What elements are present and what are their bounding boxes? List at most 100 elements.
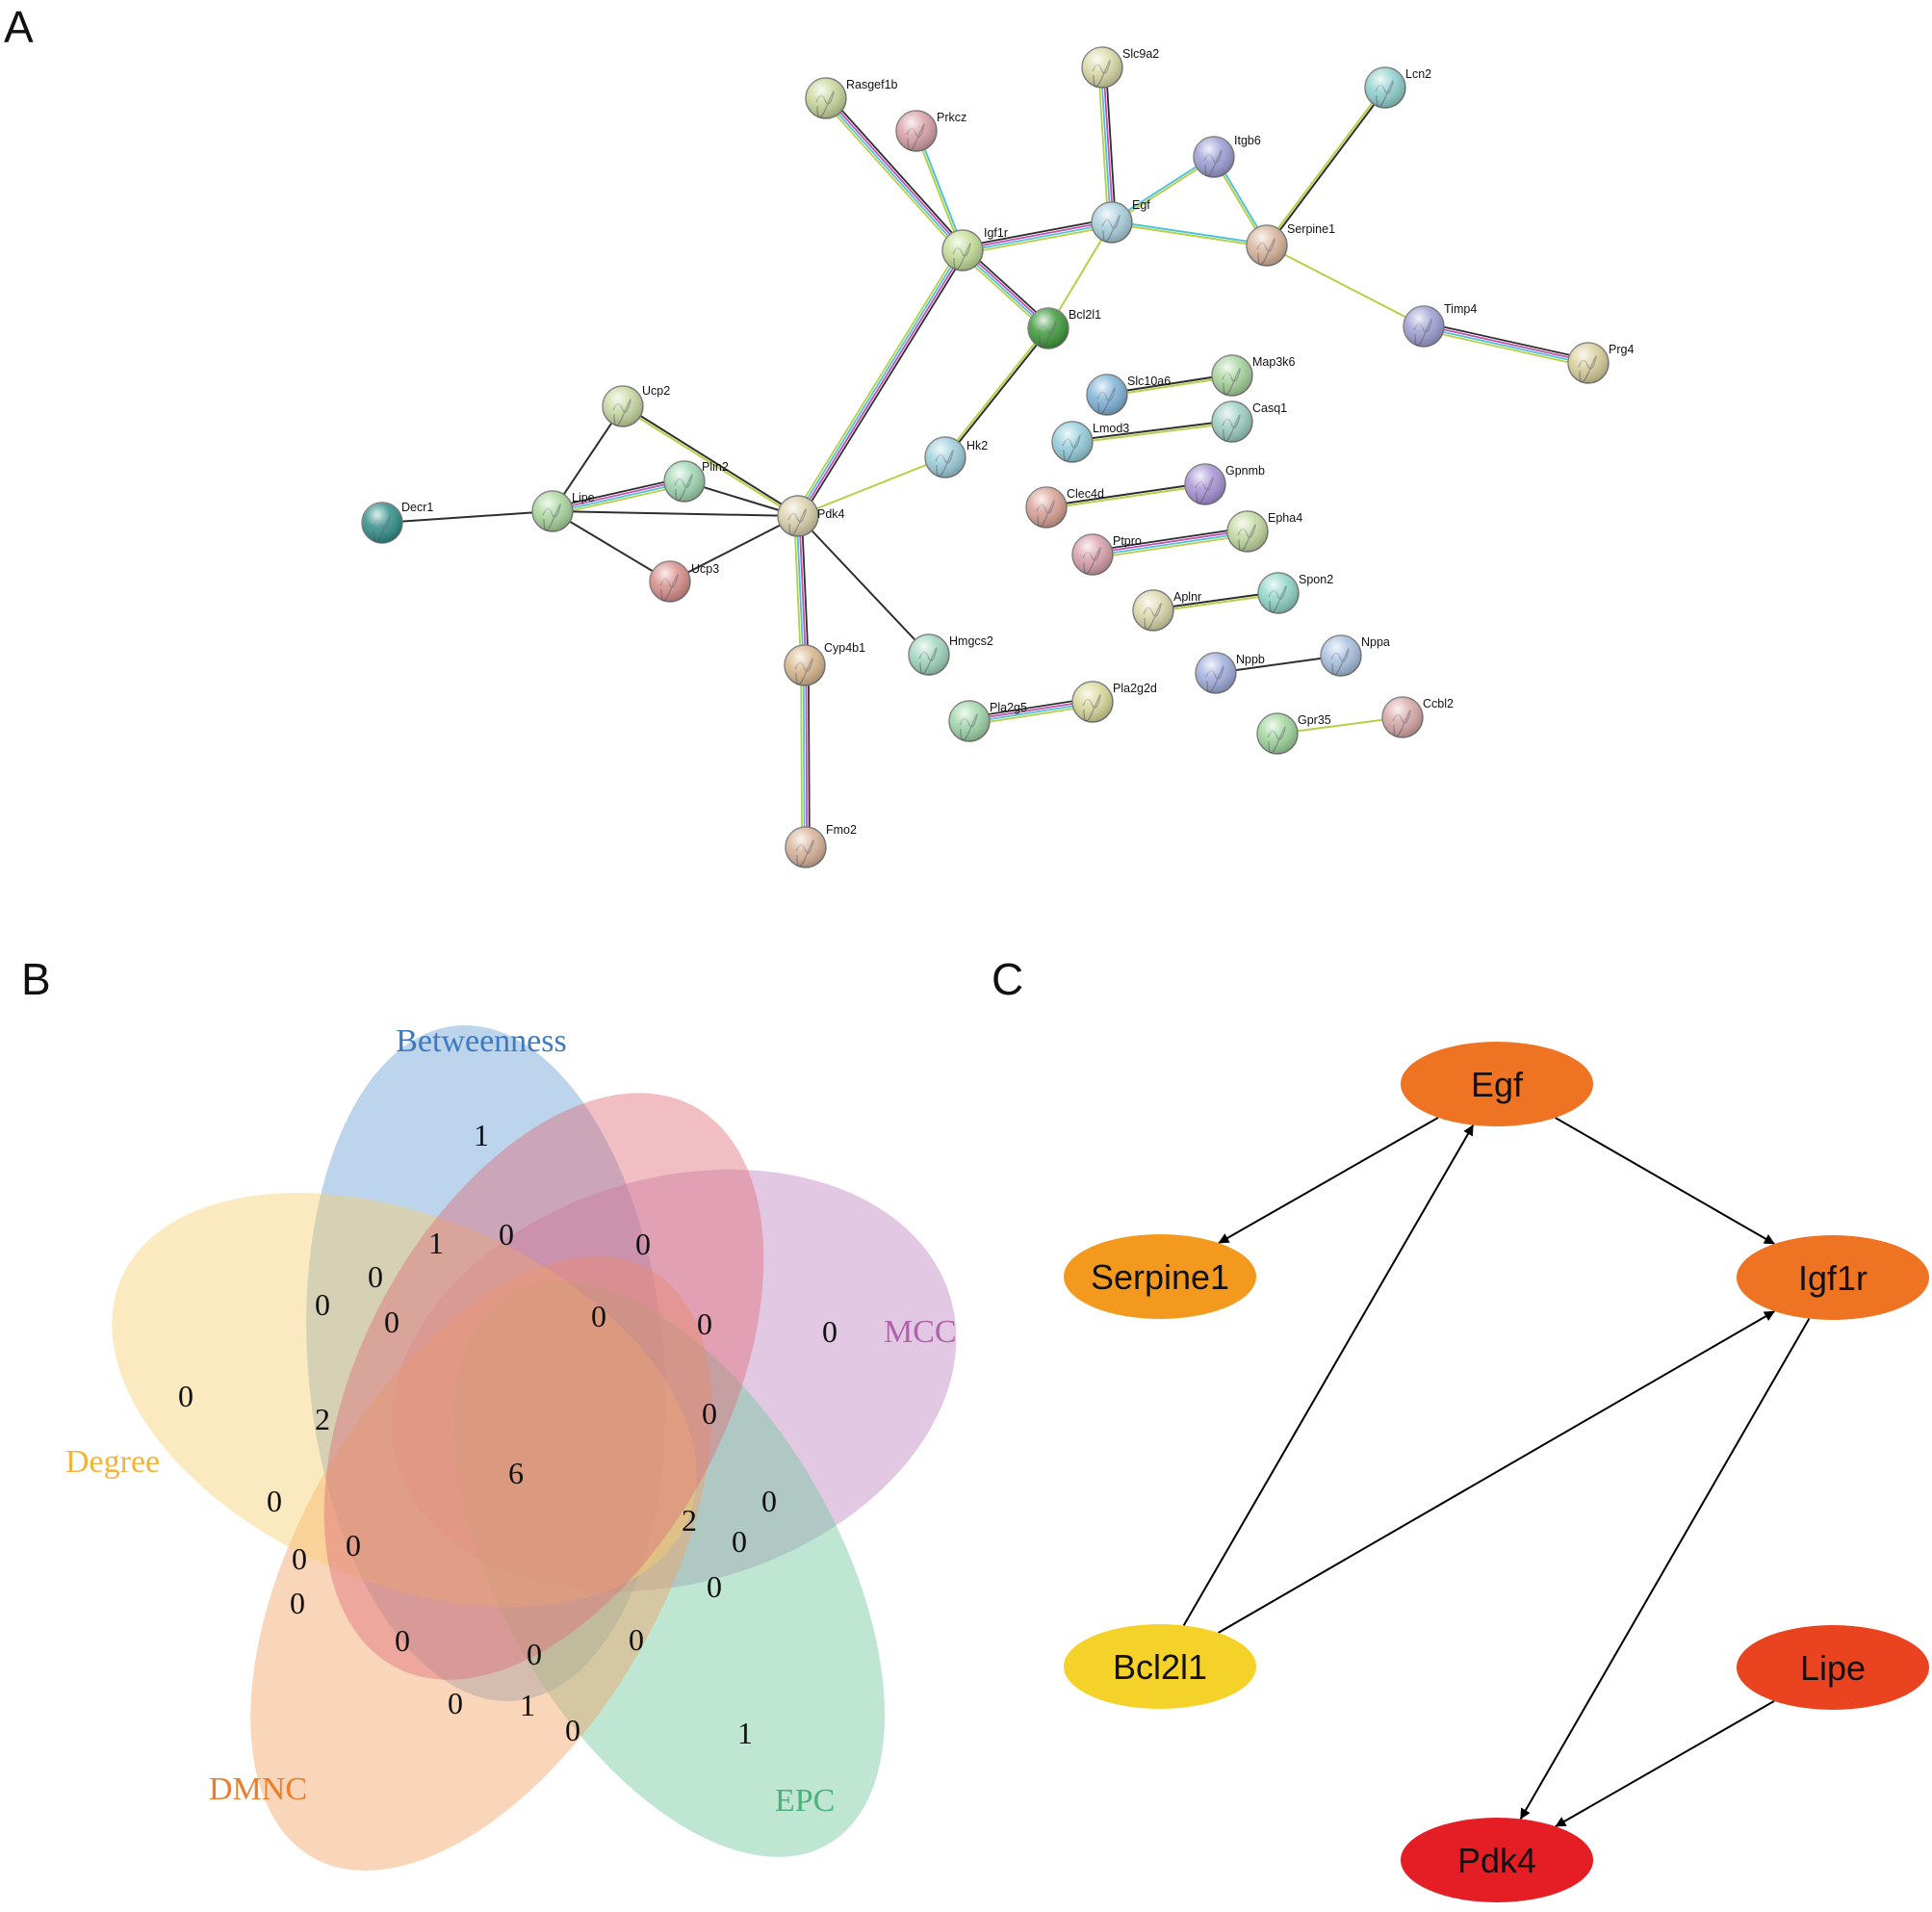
network-edge	[551, 477, 686, 516]
network-edge	[552, 510, 799, 517]
network-edge-line	[802, 665, 806, 848]
venn-count: 0	[290, 1586, 305, 1620]
network-node-label: Rasgef1b	[846, 78, 898, 91]
network-edge-line	[1099, 67, 1112, 223]
network-node-label: Slc10a6	[1127, 375, 1171, 388]
network-edge-line	[798, 515, 808, 665]
network-edge-line	[1071, 419, 1232, 442]
network-node-egf: Egf	[1091, 198, 1150, 244]
network-edge	[793, 515, 810, 666]
network-edge	[1422, 322, 1590, 368]
network-edge-line	[1104, 66, 1117, 222]
network-edge	[1276, 716, 1404, 735]
venn-count: 0	[629, 1622, 644, 1657]
network-edge-line	[1424, 323, 1589, 363]
network-node-label: Hk2	[966, 439, 988, 452]
network-node-ucp3: Ucp3	[649, 560, 719, 603]
venn-count: 0	[315, 1287, 330, 1322]
network-edge-line	[1152, 590, 1278, 610]
network-edge-line	[1106, 373, 1232, 395]
network-node-shine	[1568, 343, 1609, 383]
venn-count: 0	[702, 1396, 717, 1431]
network-edge-line	[1424, 322, 1590, 361]
network-node-label: Ptpro	[1113, 534, 1142, 548]
network-node-label: Hmgcs2	[949, 634, 993, 648]
network-node-prkcz: Prkcz	[895, 110, 966, 152]
network-edge	[621, 404, 800, 518]
network-node-shine	[1212, 355, 1252, 396]
network-node-shine	[1028, 308, 1069, 349]
network-node-gpr35: Gpr35	[1256, 712, 1331, 755]
network-node-bcl2l1: Bcl2l1	[1027, 307, 1101, 349]
network-node-label: Egf	[1132, 198, 1150, 212]
network-edge-line	[916, 130, 966, 250]
network-node-label: Spon2	[1299, 573, 1333, 586]
graph-edge-lipe-pdk4	[1555, 1700, 1775, 1827]
graph-node-igf1r: Igf1r	[1737, 1235, 1929, 1320]
network-edge-line	[793, 516, 803, 666]
network-edge-line	[805, 664, 809, 847]
network-node-shine	[786, 827, 826, 867]
network-node-shine	[896, 111, 937, 151]
network-edge-line	[1153, 593, 1279, 613]
network-node-label: Lcn2	[1405, 67, 1431, 81]
graph-node-label: Lipe	[1800, 1648, 1866, 1688]
venn-count: 0	[499, 1217, 514, 1252]
network-edge-line	[795, 516, 805, 666]
network-edge-line	[552, 510, 671, 582]
network-node-label: Gpr35	[1298, 713, 1331, 727]
network-edge	[1071, 419, 1233, 445]
venn-count: 0	[527, 1637, 542, 1671]
network-edge-line	[1092, 527, 1248, 553]
network-node-lmod3: Lmod3	[1051, 421, 1129, 463]
network-edge-line	[1093, 533, 1249, 559]
network-node-shine	[925, 437, 966, 478]
network-node-shine	[1072, 534, 1113, 575]
network-edge	[943, 326, 1050, 459]
venn-count: 6	[508, 1456, 524, 1490]
network-node-shine	[664, 461, 705, 502]
venn-set-label-betweenness: Betweenness	[396, 1023, 567, 1059]
network-edge-line	[807, 664, 811, 847]
venn-count: 1	[520, 1688, 535, 1722]
network-node-hmgcs2: Hmgcs2	[908, 633, 993, 676]
venn-set-label-epc: EPC	[775, 1783, 835, 1819]
network-edge	[1265, 86, 1387, 247]
network-edge-line	[552, 405, 624, 512]
network-edge-line	[1102, 66, 1115, 222]
network-node-label: Ucp3	[691, 562, 719, 576]
venn-count: 0	[761, 1484, 777, 1518]
network-node-label: Map3k6	[1252, 355, 1296, 369]
network-edge	[669, 515, 799, 582]
network-node-ccbl2: Ccbl2	[1381, 696, 1454, 738]
network-node-shine	[1382, 697, 1423, 737]
network-node-label: Timp4	[1444, 302, 1477, 316]
network-node-shine	[1072, 682, 1113, 722]
network-edge-line	[826, 96, 965, 250]
network-node-shine	[532, 491, 573, 531]
network-node-label: Pla2g5	[990, 701, 1027, 714]
network-node-shine	[1212, 401, 1252, 442]
network-node-nppa: Nppa	[1320, 634, 1390, 677]
network-edge-line	[793, 247, 961, 515]
network-node-label: Itgb6	[1234, 134, 1261, 147]
venn-count: 0	[368, 1259, 383, 1294]
venn-set-epc	[452, 1281, 886, 1857]
network-edge	[914, 130, 966, 251]
venn-count: 0	[292, 1541, 307, 1576]
network-edge-line	[797, 456, 946, 517]
venn-set-degree	[112, 1193, 697, 1607]
network-node-aplnr: Aplnr	[1132, 589, 1201, 632]
network-node-shine	[909, 634, 949, 675]
network-edge-line	[553, 481, 685, 514]
venn-count: 0	[267, 1484, 282, 1518]
network-node-igf1r: Igf1r	[941, 226, 1008, 271]
network-edge	[800, 664, 811, 848]
panel-a-network: Slc9a2Lcn2Rasgef1bPrkczItgb6Igf1rEgfSerp…	[361, 46, 1634, 868]
network-edge-line	[824, 98, 963, 252]
network-node-shine	[1082, 47, 1122, 88]
network-node-itgb6: Itgb6	[1193, 134, 1261, 178]
venn-count: 0	[346, 1528, 361, 1563]
network-node-shine	[1258, 573, 1299, 613]
network-node-shine	[785, 645, 825, 685]
